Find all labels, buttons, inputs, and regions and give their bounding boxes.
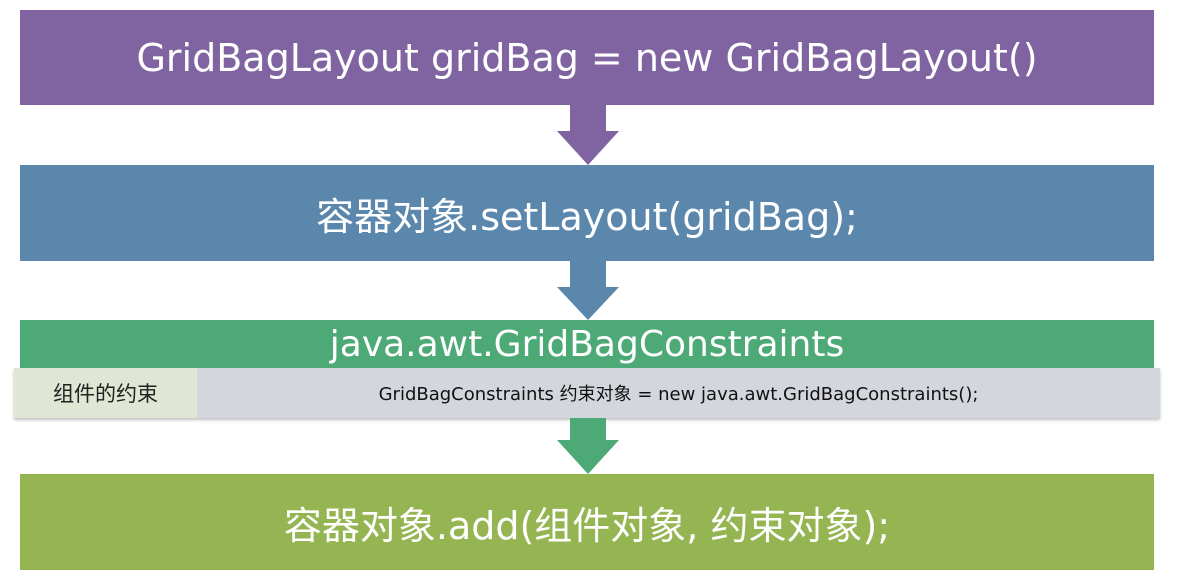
step-create-layout-text: GridBagLayout gridBag = new GridBagLayou…	[136, 35, 1038, 80]
constraint-code: GridBagConstraints 约束对象 = new java.awt.G…	[378, 384, 979, 405]
arrow-down-icon	[557, 418, 619, 474]
constraint-row: 组件的约束 GridBagConstraints 约束对象 = new java…	[14, 368, 1160, 418]
arrow-down-icon	[557, 105, 619, 165]
step-set-layout-text: 容器对象.setLayout(gridBag);	[316, 194, 858, 239]
constraint-label: 组件的约束	[14, 368, 197, 418]
step-add-component: 容器对象.add(组件对象, 约束对象);	[20, 474, 1154, 570]
step-create-layout: GridBagLayout gridBag = new GridBagLayou…	[20, 10, 1154, 105]
step-constraints-class: java.awt.GridBagConstraints	[20, 320, 1154, 368]
step-add-component-text: 容器对象.add(组件对象, 约束对象);	[283, 503, 891, 548]
arrow-down-icon	[557, 261, 619, 320]
step-set-layout: 容器对象.setLayout(gridBag);	[20, 165, 1154, 261]
step-constraints-class-text: java.awt.GridBagConstraints	[329, 323, 845, 365]
